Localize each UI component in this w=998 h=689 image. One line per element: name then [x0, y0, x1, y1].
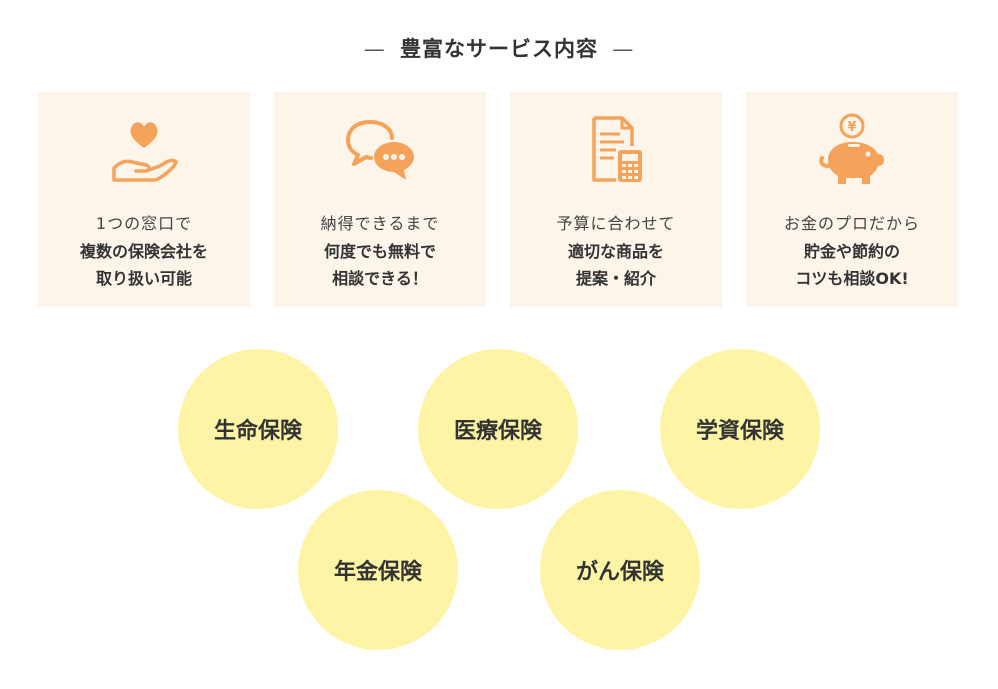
- card-text-main: 相談できる！: [332, 269, 428, 288]
- insurance-type-life: 生命保険: [178, 349, 338, 509]
- insurance-type-label: がん保険: [575, 560, 664, 585]
- section-heading: — 豊富なサービス内容 —: [0, 33, 998, 63]
- card-text-intro: 1つの窓口で: [95, 214, 193, 233]
- insurance-type-cancer: がん保険: [540, 490, 700, 650]
- insurance-type-medical: 医療保険: [418, 349, 578, 509]
- card-text-intro: 予算に合わせて: [556, 214, 676, 233]
- card-text-intro: お金のプロだから: [783, 214, 920, 233]
- insurance-type-label: 学資保険: [695, 419, 784, 444]
- insurance-type-label: 年金保険: [333, 560, 422, 585]
- card-text-main: 適切な商品を: [567, 242, 664, 261]
- svg-text:¥: ¥: [847, 120, 856, 135]
- service-card-2: 納得できるまで 何度でも無料で 相談できる！: [274, 92, 486, 307]
- section-title: 豊富なサービス内容: [400, 37, 598, 61]
- card-text-main: 取り扱い可能: [95, 269, 192, 288]
- piggy-bank-yen-icon: ¥: [746, 110, 958, 188]
- card-text-main: 貯金や節約の: [803, 242, 900, 261]
- insurance-type-pension: 年金保険: [298, 490, 458, 650]
- chat-bubbles-icon: [274, 110, 486, 188]
- document-calculator-icon: [510, 110, 722, 188]
- card-text-main: コツも相談OK!: [795, 269, 909, 288]
- card-text-main: 提案・紹介: [575, 269, 656, 288]
- insurance-type-education: 学資保険: [660, 349, 820, 509]
- heading-dash-right: —: [612, 37, 635, 61]
- heart-hand-icon: [38, 110, 250, 188]
- card-text-main: 何度でも無料で: [323, 242, 436, 261]
- service-card-3: 予算に合わせて 適切な商品を 提案・紹介: [510, 92, 722, 307]
- card-text-main: 複数の保険会社を: [79, 242, 208, 261]
- service-card-4: ¥ お金のプロだから 貯金や節約の コツも相談OK!: [746, 92, 958, 307]
- heading-dash-left: —: [363, 37, 386, 61]
- service-card-1: 1つの窓口で 複数の保険会社を 取り扱い可能: [38, 92, 250, 307]
- insurance-type-label: 医療保険: [453, 419, 542, 444]
- card-text-intro: 納得できるまで: [320, 214, 440, 233]
- insurance-type-label: 生命保険: [213, 419, 302, 444]
